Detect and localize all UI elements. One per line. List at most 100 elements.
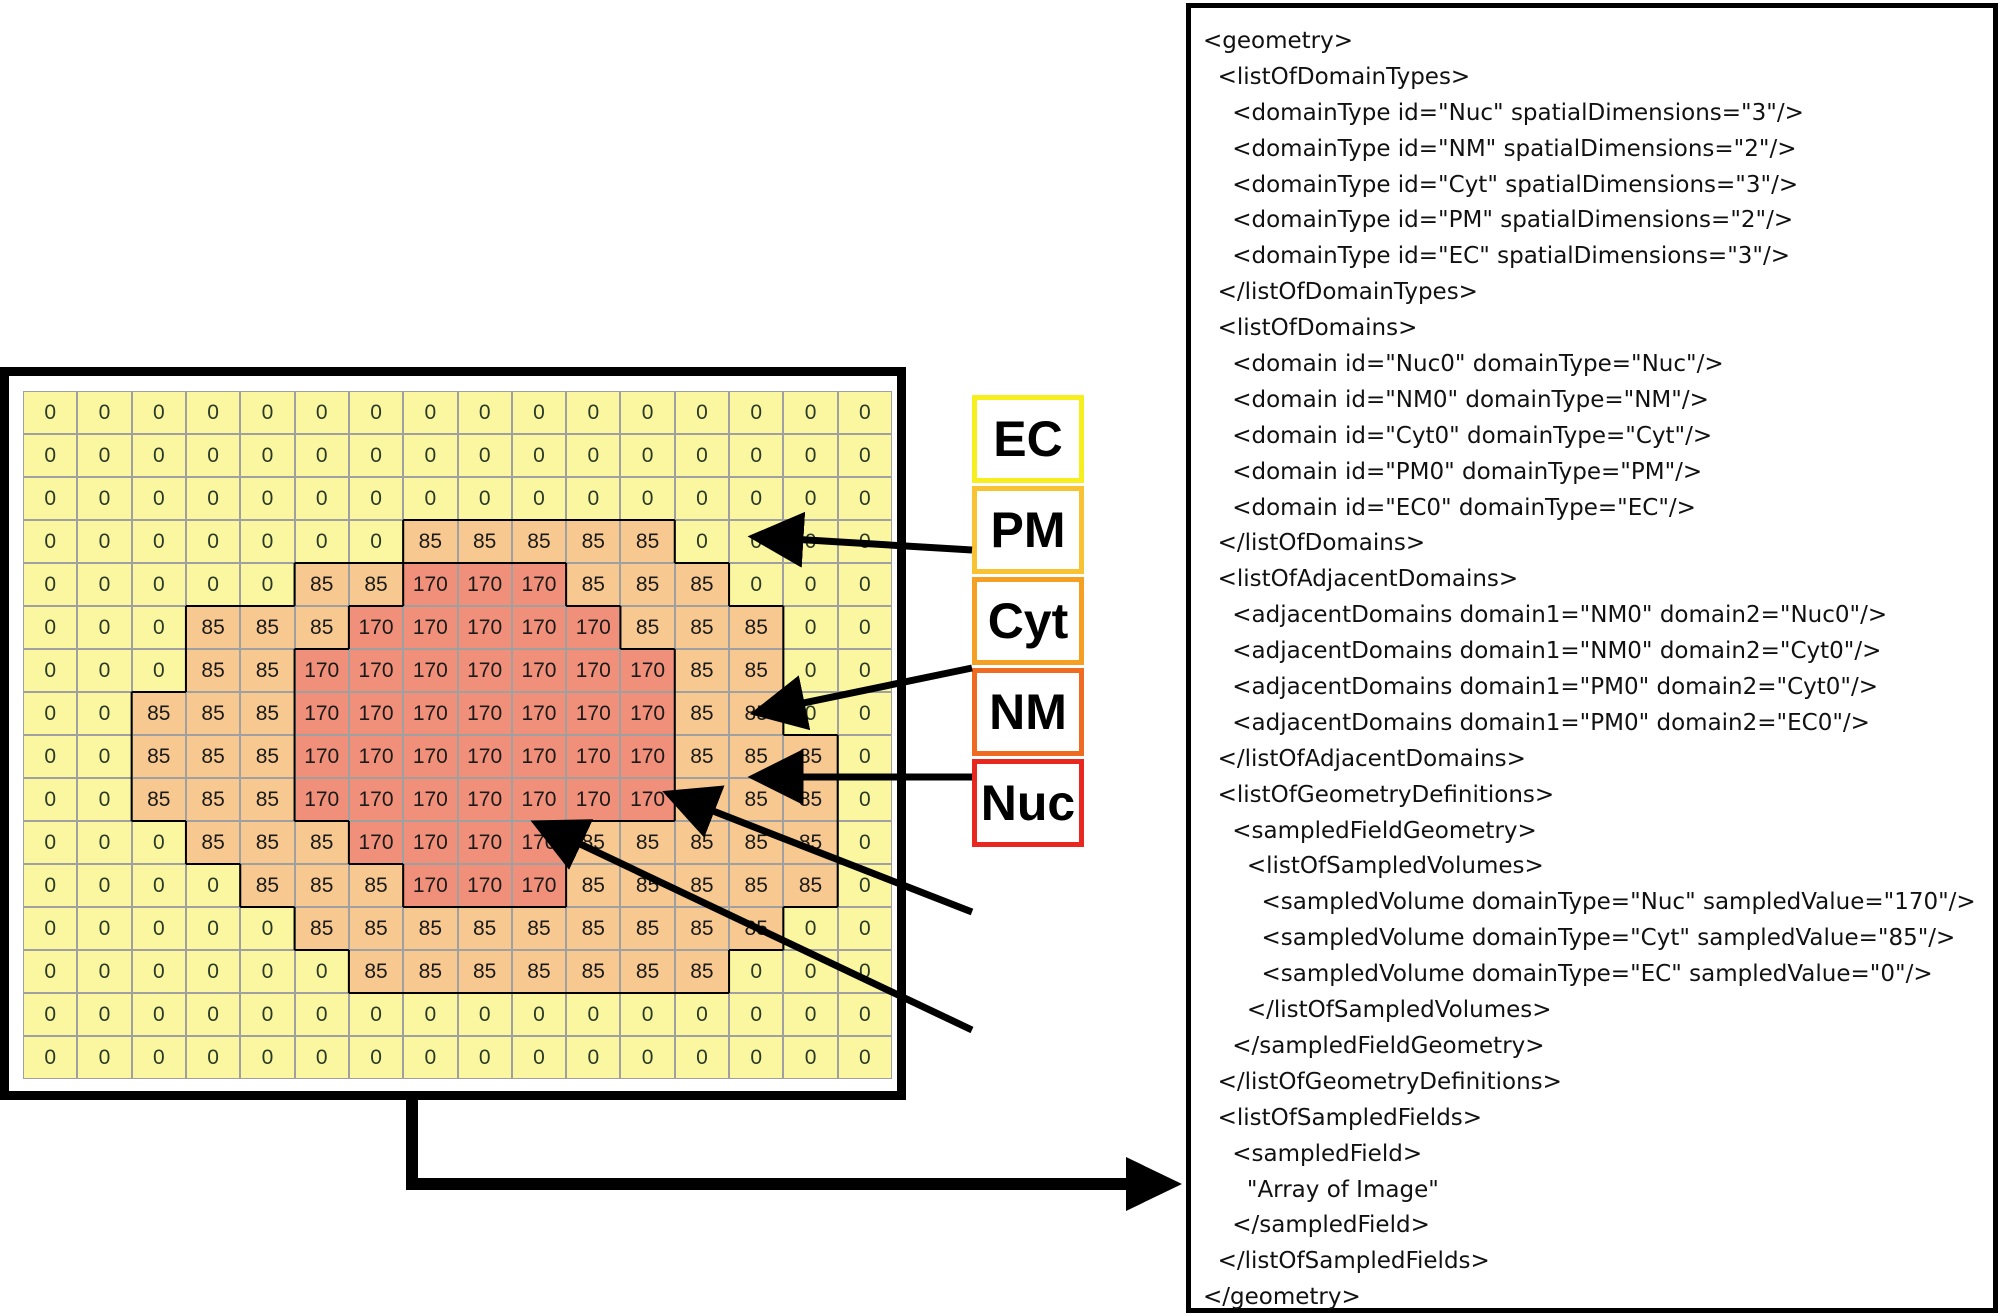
grid-cell: 0 xyxy=(837,606,892,649)
grid-cell: 170 xyxy=(457,692,512,735)
grid-cell: 0 xyxy=(729,434,784,477)
grid-cell: 0 xyxy=(131,477,186,520)
grid-cell: 85 xyxy=(348,950,404,993)
label-nm: NM xyxy=(972,668,1084,756)
grid-cell: 170 xyxy=(403,606,458,649)
grid-cell: 0 xyxy=(185,434,241,477)
grid-cell: 0 xyxy=(457,1036,512,1079)
grid-cell: 0 xyxy=(77,950,132,993)
grid-cell: 0 xyxy=(77,563,132,606)
xml-line: <adjacentDomains domain1="NM0" domain2="… xyxy=(1203,602,1888,629)
grid-cell: 0 xyxy=(240,391,295,434)
xml-line: <domain id="Cyt0" domainType="Cyt"/> xyxy=(1203,422,1713,449)
xml-line: <domain id="PM0" domainType="PM"/> xyxy=(1203,458,1703,485)
grid-cell: 0 xyxy=(457,993,512,1036)
label-ec: EC xyxy=(972,395,1084,483)
grid-cell: 170 xyxy=(620,649,675,692)
grid-cell: 0 xyxy=(783,434,838,477)
grid-cell: 0 xyxy=(77,649,132,692)
grid-cell: 85 xyxy=(729,606,784,649)
xml-line: <domainType id="Cyt" spatialDimensions="… xyxy=(1203,171,1799,198)
grid-cell: 0 xyxy=(403,434,458,477)
grid-cell: 170 xyxy=(566,692,621,735)
grid-cell: 0 xyxy=(23,563,78,606)
arrow-image-to-xml xyxy=(406,1100,1146,1190)
grid-cell: 85 xyxy=(240,778,295,821)
xml-line: <adjacentDomains domain1="PM0" domain2="… xyxy=(1203,709,1870,736)
xml-line: <domain id="NM0" domainType="NM"/> xyxy=(1203,386,1709,413)
grid-cell: 0 xyxy=(403,993,458,1036)
grid-cell: 170 xyxy=(403,864,458,907)
grid-cell: 0 xyxy=(131,563,186,606)
grid-cell: 0 xyxy=(77,821,132,864)
xml-line: </listOfAdjacentDomains> xyxy=(1203,745,1526,772)
xml-line: <domainType id="EC" spatialDimensions="3… xyxy=(1203,243,1791,270)
xml-line: <sampledFieldGeometry> xyxy=(1203,817,1537,844)
xml-line: <listOfDomains> xyxy=(1203,315,1418,342)
boundary-path xyxy=(130,519,839,994)
xml-line: </sampledFieldGeometry> xyxy=(1203,1032,1545,1059)
grid-cell: 0 xyxy=(457,391,512,434)
grid-cell: 0 xyxy=(185,563,241,606)
label-nuc-text: Nuc xyxy=(980,775,1076,831)
grid-cell: 170 xyxy=(348,778,404,821)
xml-line: <sampledVolume domainType="Cyt" sampledV… xyxy=(1203,925,1956,952)
grid-cell: 0 xyxy=(348,993,404,1036)
grid-cell: 0 xyxy=(294,993,349,1036)
grid-cell: 170 xyxy=(294,778,349,821)
grid-cell: 170 xyxy=(457,649,512,692)
grid-cell: 85 xyxy=(620,563,675,606)
grid-cell: 85 xyxy=(674,606,730,649)
xml-line: <listOfSampledFields> xyxy=(1203,1104,1483,1131)
grid-cell: 0 xyxy=(77,391,132,434)
grid-cell: 0 xyxy=(131,1036,186,1079)
grid-cell: 0 xyxy=(837,563,892,606)
grid-cell: 170 xyxy=(457,778,512,821)
grid-cell: 0 xyxy=(77,778,132,821)
grid-cell: 0 xyxy=(77,434,132,477)
grid-cell: 0 xyxy=(674,434,730,477)
grid-cell: 0 xyxy=(620,434,675,477)
label-pm-text: PM xyxy=(990,502,1066,558)
grid-cell: 0 xyxy=(837,391,892,434)
label-pm: PM xyxy=(972,486,1084,574)
grid-cell: 0 xyxy=(77,993,132,1036)
grid-cell: 85 xyxy=(131,778,186,821)
xml-line: </listOfDomains> xyxy=(1203,530,1426,557)
grid-cell: 85 xyxy=(348,563,404,606)
xml-line: <listOfAdjacentDomains> xyxy=(1203,566,1519,593)
grid-cell: 0 xyxy=(185,907,241,950)
xml-line: </geometry> xyxy=(1203,1284,1361,1311)
grid-cell: 0 xyxy=(185,391,241,434)
grid-cell: 85 xyxy=(566,520,621,563)
xml-line: </listOfSampledVolumes> xyxy=(1203,997,1552,1024)
grid-cell: 0 xyxy=(620,391,675,434)
xml-line: <adjacentDomains domain1="NM0" domain2="… xyxy=(1203,638,1882,665)
grid-cell: 85 xyxy=(674,692,730,735)
grid-cell: 0 xyxy=(185,1036,241,1079)
grid-cell: 0 xyxy=(240,563,295,606)
grid-cell: 0 xyxy=(837,477,892,520)
grid-cell: 170 xyxy=(566,735,621,778)
domain-boundaries xyxy=(130,519,839,994)
grid-cell: 0 xyxy=(23,391,78,434)
grid-cell: 85 xyxy=(185,649,241,692)
grid-cell: 0 xyxy=(403,391,458,434)
grid-cell: 0 xyxy=(511,434,567,477)
grid-cell: 0 xyxy=(23,520,78,563)
grid-cell: 0 xyxy=(457,434,512,477)
grid-cell: 85 xyxy=(240,821,295,864)
xml-line: </listOfDomainTypes> xyxy=(1203,279,1478,306)
xml-line: <listOfGeometryDefinitions> xyxy=(1203,781,1555,808)
grid-cell: 0 xyxy=(240,477,295,520)
grid-cell: 0 xyxy=(23,1036,78,1079)
grid-cell: 170 xyxy=(403,649,458,692)
grid-cell: 0 xyxy=(294,1036,349,1079)
grid-cell: 0 xyxy=(185,993,241,1036)
grid-cell: 0 xyxy=(240,993,295,1036)
grid-cell: 0 xyxy=(77,692,132,735)
grid-cell: 0 xyxy=(240,950,295,993)
grid-cell: 170 xyxy=(620,735,675,778)
grid-cell: 0 xyxy=(23,821,78,864)
grid-cell: 0 xyxy=(837,1036,892,1079)
